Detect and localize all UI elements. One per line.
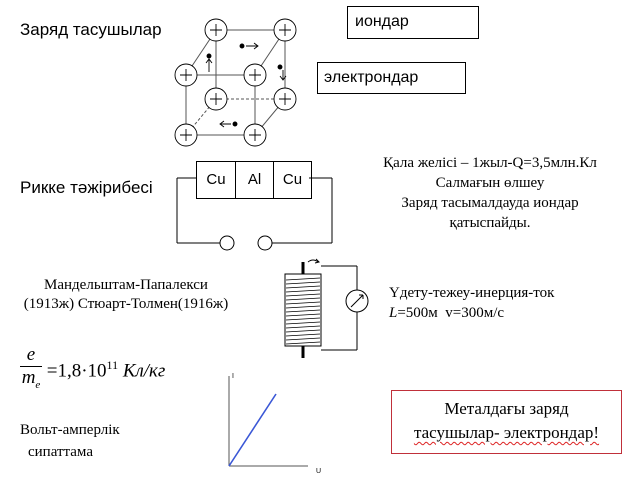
metal-cu-left: Cu	[197, 162, 236, 198]
formula-numerator: e	[26, 344, 36, 365]
rikke-title: Рикке тәжірибесі	[20, 178, 153, 197]
electron-icon	[277, 64, 287, 81]
ion-plus-icon	[174, 63, 198, 87]
va-axis-y-label: I	[232, 373, 234, 380]
coil-winding	[285, 301, 321, 305]
coil-winding	[285, 325, 321, 329]
coil-winding	[285, 317, 321, 321]
rikke-note-3: Заряд тасымалдауда иондар	[401, 195, 579, 211]
mp-desc-L-value: =500м	[397, 305, 438, 321]
lattice-edge	[254, 29, 286, 76]
ions-label: иондар	[355, 13, 409, 30]
formula-exponent: 11	[106, 357, 119, 372]
terminal-right	[257, 235, 273, 251]
coil-winding	[285, 309, 321, 313]
rikke-note-1: Қала желісі – 1жыл-Q=3,5млн.Кл	[383, 155, 597, 171]
rikke-note-4: қатыспайды.	[449, 215, 531, 231]
coil-winding	[285, 333, 321, 337]
ion-plus-icon	[204, 87, 228, 111]
formula-equals: =1,8·10	[46, 360, 107, 382]
mp-desc-line-1: Үдету-тежеу-инерция-ток	[389, 285, 555, 301]
va-line-2: сипаттама	[28, 444, 93, 460]
coil-winding	[285, 281, 321, 285]
formula-unit: Кл/кг	[118, 360, 166, 382]
va-axis-x-label: U	[316, 468, 321, 475]
coil-winding	[285, 337, 321, 341]
mp-line-2: (1913ж) Стюарт-Толмен(1916ж)	[23, 296, 229, 312]
charge-carriers-title: Заряд тасушылар	[20, 20, 162, 39]
electrons-label-box: электрондар	[317, 62, 466, 94]
electron-icon	[219, 120, 238, 128]
terminal-left	[219, 235, 235, 251]
coil-winding	[285, 321, 321, 325]
coil-winding	[285, 341, 321, 345]
rikke-note-2: Салмағын өлшеу	[435, 175, 545, 191]
ion-plus-icon	[174, 123, 198, 147]
va-line-1: Вольт-амперлік	[20, 422, 120, 438]
ions-label-box: иондар	[347, 6, 479, 39]
coil-winding	[285, 329, 321, 333]
ion-plus-icon	[273, 87, 297, 111]
mp-desc-v: v=300м/с	[445, 305, 505, 321]
mp-desc-line-2: L=500м v=300м/с	[389, 303, 554, 323]
mp-description: Үдету-тежеу-инерция-ток L=500м v=300м/с	[389, 283, 554, 323]
coil-winding	[285, 285, 321, 289]
va-characteristic-line	[228, 393, 277, 467]
conclusion-box: Металдағы заряд тасушылар- электрондар!	[391, 390, 622, 454]
coil-winding	[285, 277, 321, 281]
galvanometer-icon	[345, 289, 369, 313]
electrons-label: электрондар	[324, 69, 419, 86]
ion-plus-icon	[273, 18, 297, 42]
ion-plus-icon	[243, 123, 267, 147]
rikke-notes: Қала желісі – 1жыл-Q=3,5млн.Кл Салмағын …	[355, 153, 625, 233]
formula-denominator-sub: e	[35, 378, 41, 391]
electron-icon	[239, 42, 259, 50]
mp-desc-L: L	[389, 305, 398, 321]
conclusion-line-2: тасушылар- электрондар!	[413, 423, 600, 442]
coil-winding	[285, 305, 321, 309]
mp-line-1: Мандельштам-Папалекси	[44, 277, 208, 293]
coil-winding	[285, 293, 321, 297]
coil-winding	[285, 297, 321, 301]
coil-winding	[285, 289, 321, 293]
formula-denominator: m	[21, 367, 36, 388]
electron-icon	[205, 53, 213, 72]
mp-names: Мандельштам-Папалекси (1913ж) Стюарт-Тол…	[6, 276, 246, 314]
ion-plus-icon	[204, 18, 228, 42]
metal-cylinders: Cu Al Cu	[196, 161, 312, 199]
ion-plus-icon	[243, 63, 267, 87]
va-caption: Вольт-амперлік сипаттама	[20, 419, 120, 463]
charge-mass-formula: e me =1,8·1011 Кл/кг	[20, 344, 165, 396]
lattice-edge	[185, 98, 217, 136]
metal-cu-right: Cu	[282, 171, 303, 188]
metal-al: Al	[236, 162, 274, 198]
lattice-edge	[185, 29, 217, 76]
lattice-edge	[254, 98, 286, 136]
conclusion-line-1: Металдағы заряд	[444, 399, 569, 418]
coil-winding	[285, 313, 321, 317]
